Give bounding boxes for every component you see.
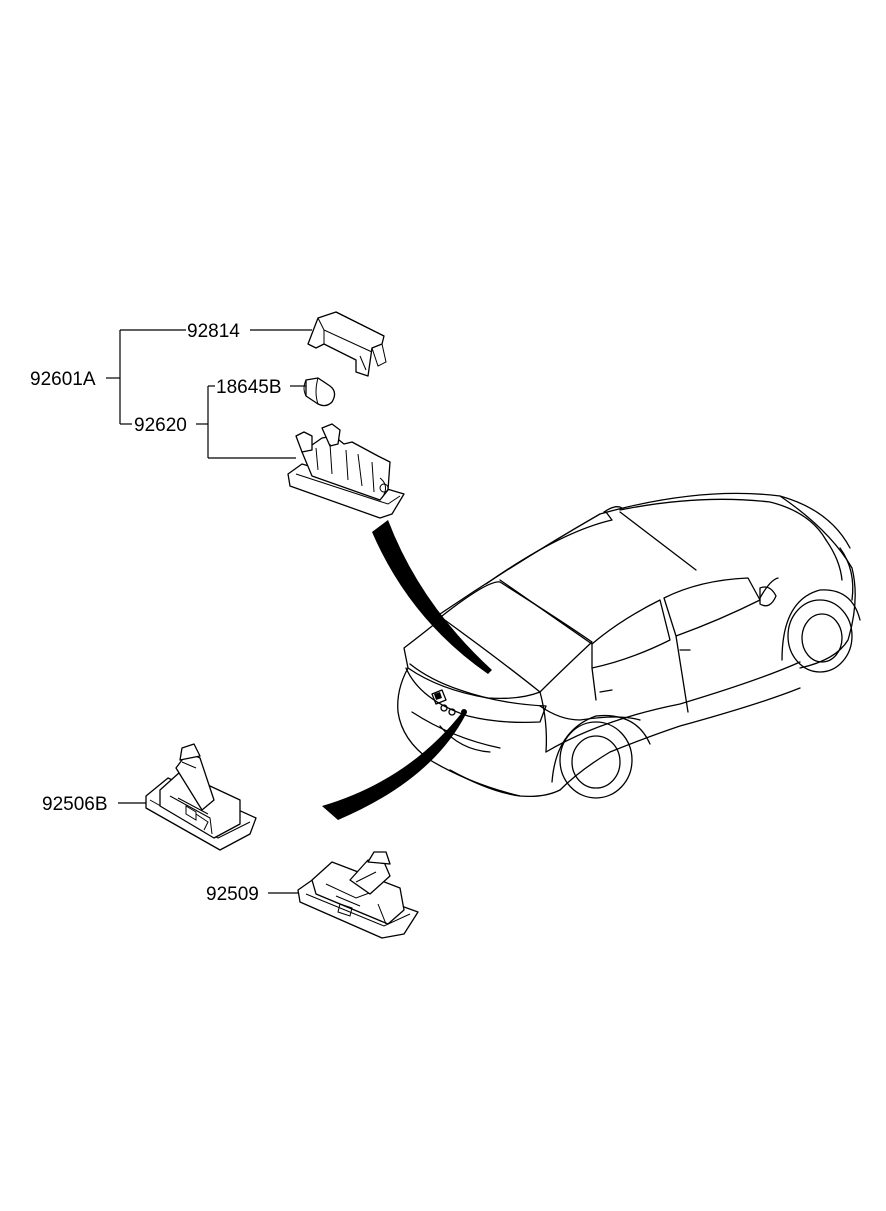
housing-part [287,423,405,519]
pointer-wedges [322,520,492,820]
label-92620: 92620 [134,415,187,436]
leader-lines [106,329,312,894]
label-92601a: 92601A [30,369,96,390]
bulb-part [303,377,336,407]
plate-lamp-92509 [297,851,419,939]
car-illustration [397,492,861,799]
plate-lamp-92506b [145,743,257,851]
label-92509: 92509 [206,884,259,905]
label-18645b: 18645B [216,377,282,398]
label-92506b: 92506B [42,794,108,815]
label-92814: 92814 [187,321,240,342]
lens-part [307,311,387,377]
